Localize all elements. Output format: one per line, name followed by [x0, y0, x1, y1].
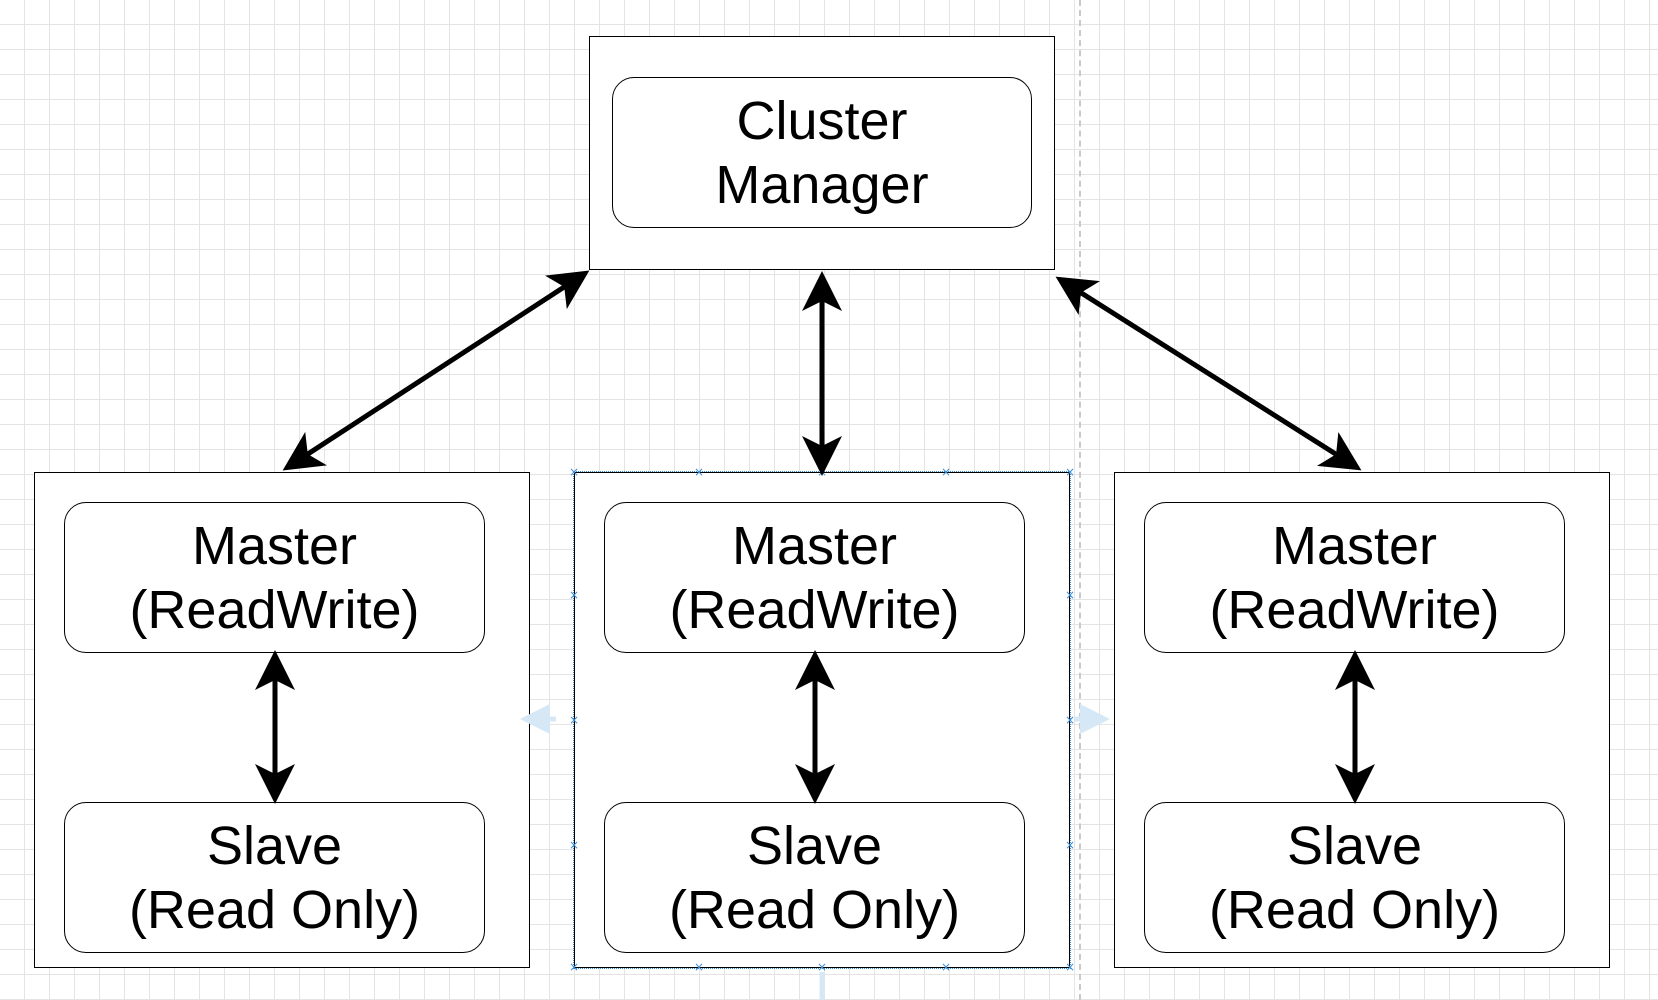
group-1-slave-label: Slave (Read Only) [128, 815, 421, 940]
resize-handle-bottom-left[interactable]: × [569, 960, 580, 974]
group-1-slave-node[interactable]: Slave (Read Only) [64, 802, 485, 953]
resize-handle-right-1[interactable]: × [1065, 588, 1076, 602]
cluster-manager-node[interactable]: Cluster Manager [612, 77, 1032, 228]
manager-group-1-connector[interactable] [282, 270, 590, 471]
resize-handle-top-1[interactable]: × [694, 465, 705, 479]
group-3-slave-node[interactable]: Slave (Read Only) [1144, 802, 1565, 953]
group-3-master-label: Master (ReadWrite) [1209, 515, 1500, 640]
resize-handle-top-mid[interactable]: × [817, 465, 828, 479]
resize-handle-bottom-mid[interactable]: × [817, 960, 828, 974]
resize-handle-left-1[interactable]: × [569, 588, 580, 602]
cluster-manager-label: Cluster Manager [715, 90, 929, 215]
group-2-master-label: Master (ReadWrite) [669, 515, 960, 640]
resize-handle-right-3[interactable]: × [1065, 838, 1076, 852]
resize-handle-top-3[interactable]: × [941, 465, 952, 479]
resize-handle-bottom-1[interactable]: × [694, 960, 705, 974]
resize-handle-right-mid[interactable]: × [1065, 713, 1076, 727]
group-1-master-node[interactable]: Master (ReadWrite) [64, 502, 485, 653]
group-3-slave-label: Slave (Read Only) [1208, 815, 1501, 940]
manager-group-3-connector[interactable] [1055, 276, 1362, 471]
group-1-master-label: Master (ReadWrite) [129, 515, 420, 640]
resize-handle-left-3[interactable]: × [569, 838, 580, 852]
group-2-slave-label: Slave (Read Only) [668, 815, 961, 940]
resize-handle-bottom-3[interactable]: × [941, 960, 952, 974]
group-2-slave-node[interactable]: Slave (Read Only) [604, 802, 1025, 953]
resize-handle-bottom-right[interactable]: × [1065, 960, 1076, 974]
group-2-master-node[interactable]: Master (ReadWrite) [604, 502, 1025, 653]
group-3-master-node[interactable]: Master (ReadWrite) [1144, 502, 1565, 653]
resize-handle-left-mid[interactable]: × [569, 713, 580, 727]
resize-handle-top-right[interactable]: × [1065, 465, 1076, 479]
page-break-guide [1079, 0, 1081, 1000]
resize-handle-top-left[interactable]: × [569, 465, 580, 479]
